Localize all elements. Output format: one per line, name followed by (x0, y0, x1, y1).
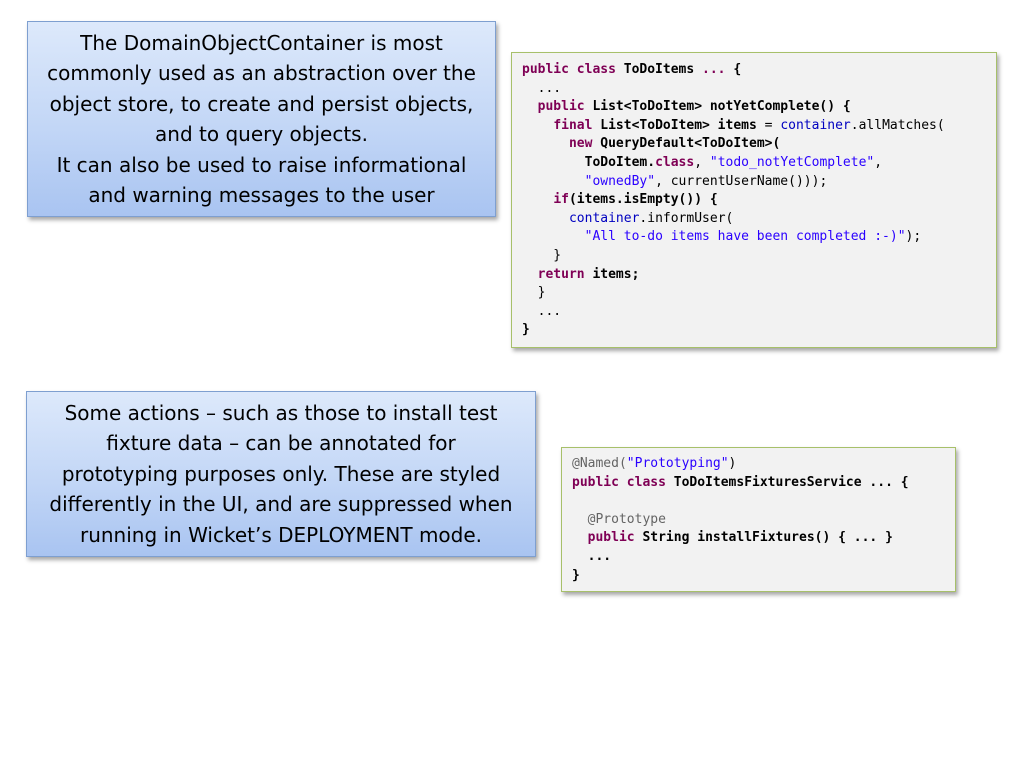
code-line: } (572, 567, 580, 583)
code-block-fixtures-service: @Named("Prototyping") public class ToDoIt… (561, 447, 956, 592)
code-line: @Named("Prototyping") (572, 456, 737, 471)
code-line: public class ToDoItems ... { (522, 62, 742, 77)
code-line: } (522, 247, 562, 263)
code-line: @Prototype (587, 511, 666, 527)
code-line: new QueryDefault<ToDoItem>( (568, 136, 781, 152)
code-line: ToDoItem.class, "todo_notYetComplete", (584, 154, 883, 170)
code-line: public String installFixtures() { ... } (587, 530, 893, 546)
callout-line: prototyping purposes only. These are sty… (61, 461, 501, 486)
code-line: public List<ToDoItem> notYetComplete() { (537, 99, 851, 115)
code-line: ... (522, 80, 562, 96)
callout-line: running in Wicket’s DEPLOYMENT mode. (79, 522, 483, 547)
code-line: "ownedBy", currentUserName())); (584, 173, 828, 189)
code-line: return items; (537, 266, 640, 282)
code-line: ... (572, 548, 612, 564)
callout-line: and to query objects. (155, 122, 368, 146)
callout-domain-object-container: The DomainObjectContainer is most common… (27, 21, 496, 217)
code-line: ... (522, 303, 562, 319)
callout-line: commonly used as an abstraction over the (47, 61, 476, 85)
callout-line: and warning messages to the user (88, 183, 435, 207)
code-line (572, 492, 945, 511)
callout-line: differently in the UI, and are suppresse… (49, 492, 513, 517)
code-line: } (522, 285, 546, 301)
code-line: } (522, 322, 530, 338)
callout-line: Some actions – such as those to install … (64, 400, 498, 425)
callout-prototyping-actions: Some actions – such as those to install … (26, 391, 536, 557)
code-line: public class ToDoItemsFixturesService ..… (572, 474, 909, 490)
code-line: if(items.isEmpty()) { (553, 192, 718, 208)
code-line: final List<ToDoItem> items = container.a… (553, 117, 945, 133)
callout-line: The DomainObjectContainer is most (80, 30, 443, 55)
code-block-todoitems: public class ToDoItems ... { ... public … (511, 52, 997, 348)
callout-line: object store, to create and persist obje… (49, 91, 474, 116)
code-line: container.informUser( (568, 210, 734, 226)
code-line: "All to-do items have been completed :-)… (584, 229, 922, 245)
callout-line: fixture data – can be annotated for (106, 431, 456, 456)
callout-line: It can also be used to raise information… (56, 152, 467, 177)
